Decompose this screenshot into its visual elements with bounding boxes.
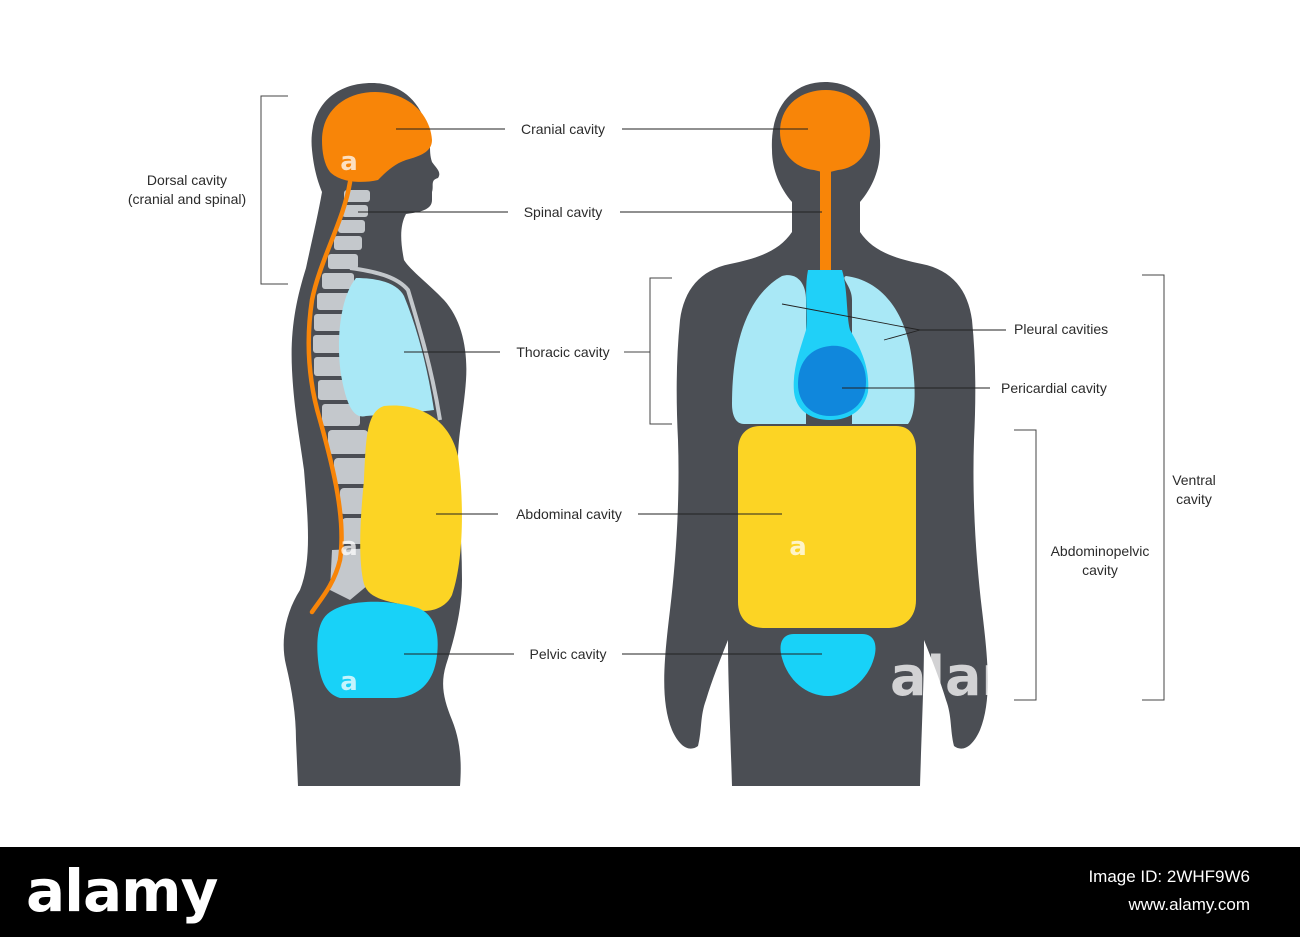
front-spinal-cavity [820,168,831,272]
thoracic-bracket [624,277,672,425]
side-cranial-cavity [322,92,432,182]
cranial-cavity-label: Cranial cavity [521,121,605,137]
pelvic-cavity-label: Pelvic cavity [529,646,606,662]
labels: Dorsal cavity (cranial and spinal) Crani… [128,121,1216,662]
watermark-a-3: a [340,667,358,697]
footer-bar: alamy Image ID: 2WHF9W6 www.alamy.com [0,847,1300,937]
side-spinal-cavity [306,179,353,615]
body-cavities-diagram: a a a a alamy Dorsal cavity (cranial and… [128,82,1216,786]
watermark-a-4: a [789,532,807,562]
side-abdominal-cavity [360,405,462,611]
brackets [260,95,1165,701]
abdominopelvic-cavity-sublabel: cavity [1082,562,1118,578]
spinal-cavity-label: Spinal cavity [524,204,603,220]
dorsal-bracket [260,95,288,285]
ventral-bracket [1142,274,1165,701]
ventral-cavity-label: Ventral [1172,472,1216,488]
front-pelvic-cavity [780,634,876,696]
watermark-a-1: a [340,147,358,177]
pleural-cavities-label: Pleural cavities [1014,321,1108,337]
front-left-pleural-cavity [732,275,806,424]
thoracic-cavity-label: Thoracic cavity [516,344,609,360]
front-abdominal-cavity [738,426,916,628]
front-cranial-cavity [780,90,870,175]
ventral-cavity-sublabel: cavity [1176,491,1212,507]
footer-image-id: Image ID: 2WHF9W6 [1088,867,1250,886]
abdominopelvic-bracket [1014,429,1037,701]
abdominal-cavity-label: Abdominal cavity [516,506,622,522]
footer-logo: alamy [26,857,218,925]
pericardial-cavity-label: Pericardial cavity [1001,380,1107,396]
watermark-a-2: a [340,532,358,562]
watermarks: a a a a alamy [340,147,1073,708]
abdominopelvic-cavity-label: Abdominopelvic [1051,543,1150,559]
dorsal-cavity-label: Dorsal cavity [147,172,227,188]
front-view-figure [664,82,988,786]
dorsal-cavity-sublabel: (cranial and spinal) [128,191,246,207]
footer-url: www.alamy.com [1128,895,1250,914]
leader-lines [358,128,1006,655]
watermark-alamy-1: alamy [890,645,1073,708]
side-thoracic-cavity [338,278,434,417]
side-pelvic-cavity [317,601,438,698]
side-view-figure [283,83,467,786]
front-pericardial-cavity [798,345,866,416]
side-rib-cage [349,266,442,421]
